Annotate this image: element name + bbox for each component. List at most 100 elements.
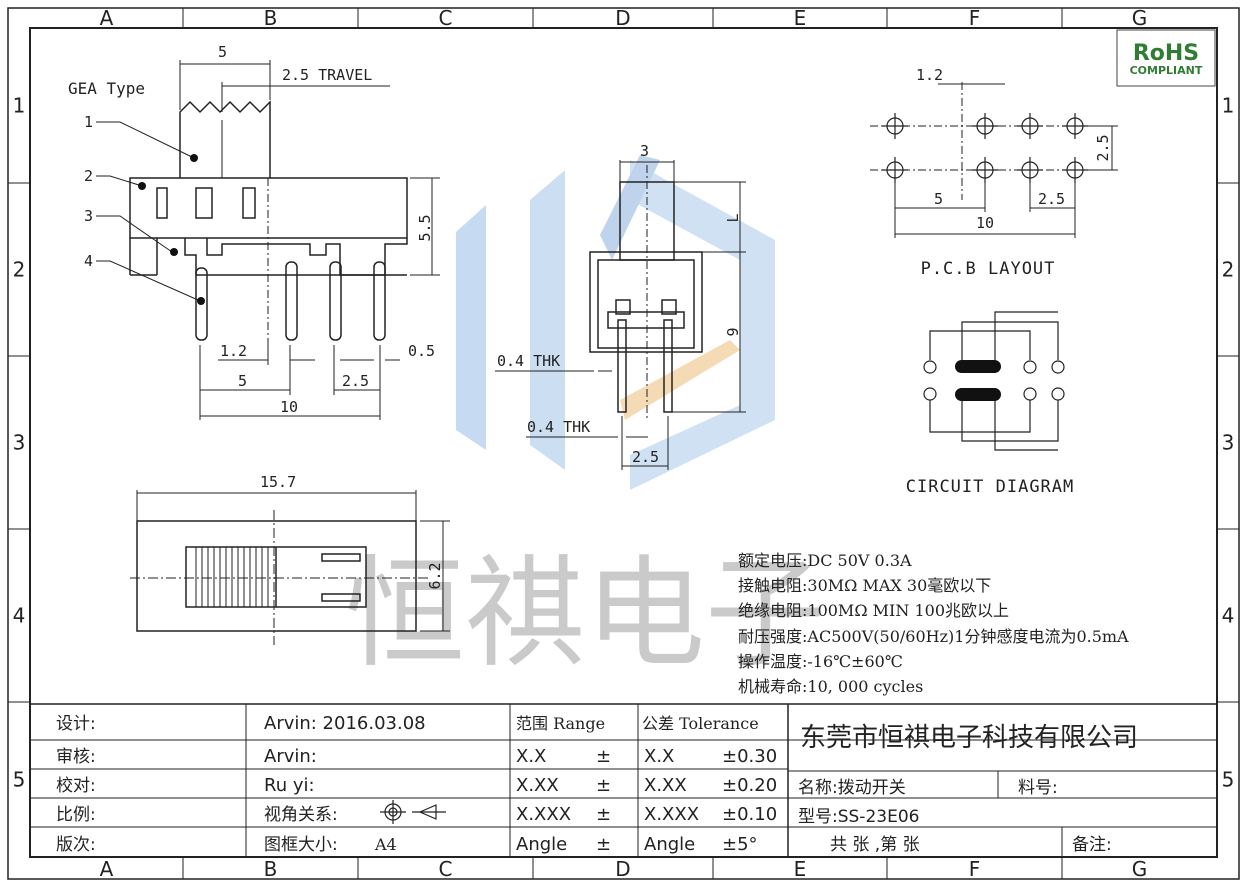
- rohs-subtitle: COMPLIANT: [1130, 64, 1203, 77]
- front-thk-top: 0.4 THK: [497, 352, 560, 370]
- tol-row-2: ±0.20: [722, 775, 777, 796]
- spec-rated-voltage: 额定电压:DC 50V 0.3A: [738, 551, 912, 570]
- tolerance-header: 公差 Tolerance: [642, 714, 759, 733]
- zone-row-right-2: 2: [1222, 258, 1235, 282]
- zone-col-bottom-A: A: [100, 857, 114, 881]
- dim-pin-thk: 0.5: [408, 342, 435, 360]
- range-row-2-pm: ±: [596, 775, 611, 796]
- tol-row-4: ±5°: [722, 834, 758, 855]
- scale-label: 比例:: [56, 805, 96, 825]
- version-label: 版次:: [56, 835, 96, 855]
- watermark-logo: [456, 155, 775, 490]
- check-value: Ru yi:: [264, 775, 315, 796]
- callout-3: 3: [84, 207, 93, 225]
- front-dim-9: 9: [724, 327, 742, 336]
- outer-border: [7, 7, 1240, 880]
- circuit-diagram: [923, 311, 1065, 451]
- pcb-dim-1-2: 1.2: [916, 66, 943, 84]
- check-label: 校对:: [56, 776, 96, 796]
- review-label: 审核:: [56, 747, 96, 767]
- zone-col-bottom-F: F: [969, 857, 981, 881]
- zone-row-left-4: 4: [13, 604, 26, 628]
- zone-row-left-3: 3: [13, 431, 26, 455]
- tol-row-1: ±0.30: [722, 746, 777, 767]
- pcb-title: P.C.B LAYOUT: [921, 259, 1056, 279]
- circuit-title: CIRCUIT DIAGRAM: [906, 477, 1075, 497]
- design-value: Arvin: 2016.03.08: [264, 713, 426, 734]
- zone-col-bottom-D: D: [615, 857, 630, 881]
- zone-row-right-1: 1: [1222, 94, 1235, 118]
- part-number-label: 料号:: [1018, 778, 1058, 798]
- pcb-dim-5: 5: [934, 190, 943, 208]
- dim-pitch-5: 5: [238, 372, 247, 390]
- front-thk-bottom: 0.4 THK: [527, 418, 590, 436]
- zone-col-top-F: F: [969, 6, 981, 30]
- type-label: GEA Type: [68, 79, 145, 98]
- spec-contact-resistance: 接触电阻:30MΩ MAX 30毫欧以下: [738, 576, 991, 595]
- zone-row-right-3: 3: [1222, 431, 1235, 455]
- pcb-dim-10: 10: [976, 214, 994, 232]
- inner-border: [29, 27, 1218, 858]
- zone-col-top-E: E: [794, 6, 807, 30]
- zone-markers: [8, 8, 1239, 879]
- callout-4: 4: [84, 252, 93, 270]
- dim-pitch-2-5: 2.5: [342, 372, 369, 390]
- front-view: [495, 160, 746, 470]
- tol-row-4-label: Angle: [644, 834, 695, 855]
- model-label: 型号:SS-23E06: [798, 807, 919, 827]
- sheet-count-label: 共 张 ,第 张: [830, 835, 920, 855]
- top-view: [130, 490, 450, 645]
- tol-row-3-label: X.XXX: [644, 804, 699, 825]
- projection-symbol-icon: [380, 800, 446, 824]
- spec-list: 额定电压:DC 50V 0.3A 接触电阻:30MΩ MAX 30毫欧以下 绝缘…: [738, 551, 1129, 696]
- watermark-text: 恒祺电子: [345, 545, 825, 684]
- zone-row-left-5: 5: [13, 768, 26, 792]
- tol-row-1-label: X.X: [644, 746, 674, 767]
- range-header: 范围 Range: [516, 714, 605, 733]
- top-dim-length: 15.7: [260, 473, 296, 491]
- zone-col-bottom-E: E: [794, 857, 807, 881]
- dim-pitch-10: 10: [280, 398, 298, 416]
- frame-label: 图框大小:: [264, 835, 338, 855]
- dim-height: 5.5: [416, 214, 434, 241]
- range-row-1: X.X: [516, 746, 546, 767]
- pcb-layout: [870, 82, 1118, 238]
- review-value: Arvin:: [264, 746, 317, 767]
- top-dim-width: 6.2: [426, 562, 444, 589]
- zone-col-bottom-B: B: [264, 857, 278, 881]
- spec-operating-temp: 操作温度:-16℃±60℃: [738, 652, 903, 671]
- zone-col-top-C: C: [439, 6, 453, 30]
- dim-travel: 2.5 TRAVEL: [282, 66, 372, 84]
- pcb-dim-2-5-row: 2.5: [1094, 134, 1112, 161]
- range-row-1-pm: ±: [596, 746, 611, 767]
- product-name: 名称:拨动开关: [798, 778, 906, 798]
- remark-label: 备注:: [1072, 835, 1112, 855]
- company-name: 东莞市恒祺电子科技有限公司: [800, 723, 1138, 753]
- zone-row-left-1: 1: [13, 94, 26, 118]
- spec-mechanical-life: 机械寿命:10, 000 cycles: [738, 677, 923, 696]
- front-dim-2-5: 2.5: [632, 448, 659, 466]
- zone-col-top-D: D: [615, 6, 630, 30]
- front-dim-l: L: [724, 213, 742, 222]
- rohs-title: RoHS: [1133, 41, 1199, 66]
- tol-row-3: ±0.10: [722, 804, 777, 825]
- range-row-4-pm: ±: [596, 834, 611, 855]
- side-view-dots: [138, 154, 205, 305]
- side-view: [96, 60, 440, 420]
- frame-value: A4: [374, 835, 397, 854]
- front-dim-3: 3: [640, 142, 649, 160]
- zone-col-bottom-C: C: [439, 857, 453, 881]
- callout-1: 1: [84, 113, 93, 131]
- rohs-logo: RoHS COMPLIANT: [1116, 29, 1216, 87]
- zone-col-top-B: B: [264, 6, 278, 30]
- zone-row-right-4: 4: [1222, 604, 1235, 628]
- callout-2: 2: [84, 167, 93, 185]
- projection-label: 视角关系:: [264, 805, 338, 825]
- tol-row-2-label: X.XX: [644, 775, 687, 796]
- zone-row-right-5: 5: [1222, 768, 1235, 792]
- range-row-3-pm: ±: [596, 804, 611, 825]
- dim-width-5: 5: [218, 43, 227, 61]
- title-block-text: 设计: 审核: 校对: 比例: 版次: Arvin: 2016.03.08 Ar…: [56, 713, 1138, 855]
